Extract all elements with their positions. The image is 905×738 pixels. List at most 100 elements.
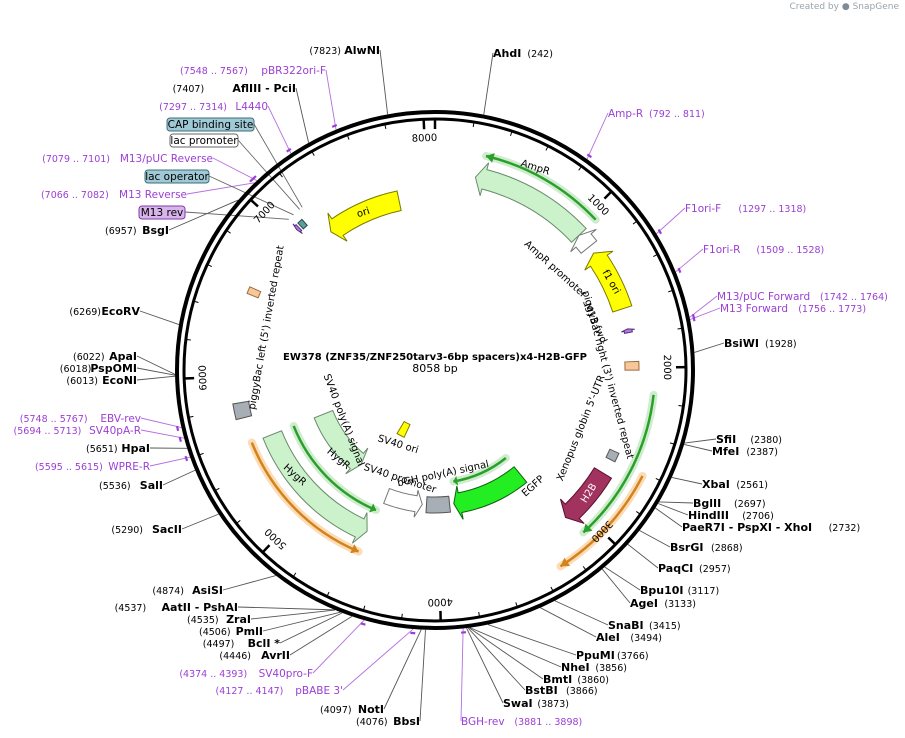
enzyme-position: (6957) <box>105 226 137 237</box>
snapgene-logo-icon: ● <box>841 2 850 12</box>
enzyme-leader <box>671 477 703 485</box>
primer-leader <box>212 157 258 182</box>
enzyme-leader <box>136 355 176 375</box>
orf-arrowhead <box>583 523 593 533</box>
minor-tick <box>632 220 638 225</box>
enzyme-position: (3766) <box>617 651 649 662</box>
snapgene-credit: Created by ● SnapGene <box>789 2 899 12</box>
feature-shape <box>621 328 635 335</box>
primer-labels: Amp-R(792 .. 811)F1ori-F(1297 .. 1318)F1… <box>14 65 888 728</box>
enzyme-name: BclI * <box>248 637 281 650</box>
enzyme-leader <box>601 568 631 604</box>
enzyme-name: PaqCI <box>658 562 693 575</box>
enzyme-labels: AhdI(242)BsiWI(1928)SfiI(2380)MfeI(2387)… <box>60 44 860 728</box>
primer-name: F1ori-R <box>703 244 740 256</box>
minor-tick <box>384 123 387 130</box>
primer-name: F1ori-F <box>685 203 721 215</box>
primer-name: M13 Forward <box>720 303 788 315</box>
primer-name: M13 Reverse <box>119 189 187 201</box>
enzyme-leader <box>604 566 641 591</box>
enzyme-leader <box>383 629 422 710</box>
enzyme-position: (3856) <box>595 663 627 674</box>
enzyme-position: (242) <box>527 49 553 60</box>
enzyme-leader <box>657 503 689 516</box>
minor-tick <box>207 264 213 268</box>
enzyme-name: MfeI <box>712 445 739 458</box>
enzyme-position: (4446) <box>219 651 251 662</box>
minor-tick <box>278 172 283 178</box>
orf-line <box>485 154 597 221</box>
minor-tick <box>346 134 350 140</box>
minor-tick <box>214 487 220 492</box>
primer-site-mark <box>286 147 292 153</box>
enzyme-leader <box>250 609 336 620</box>
major-tick <box>261 544 271 554</box>
enzyme-name: HpaI <box>121 442 150 455</box>
primer-position: (5595 .. 5615) <box>35 462 103 473</box>
minor-tick <box>545 145 549 151</box>
primer-position: (1509 .. 1528) <box>756 245 824 256</box>
feature-label: Xenopus globin 5'-UTR <box>555 374 608 483</box>
enzyme-position: (3873) <box>537 699 569 710</box>
enzyme-position: (2561) <box>736 480 768 491</box>
primer-name: pBR322ori-F <box>261 65 326 77</box>
feature-shape <box>297 218 308 230</box>
primer-name: WPRE-R <box>108 461 150 473</box>
enzyme-position: (4535) <box>187 615 219 626</box>
primer-position: (4374 .. 4393) <box>179 669 247 680</box>
enzyme-name: SalI <box>140 479 163 492</box>
enzyme-position: (4076) <box>356 717 388 728</box>
enzyme-name: PmlI <box>236 625 263 638</box>
orf-arcs <box>247 151 658 571</box>
primer-position: (3881 .. 3898) <box>514 717 582 728</box>
primer-leader <box>312 619 365 674</box>
enzyme-leader <box>289 615 353 656</box>
enzyme-name: AgeI <box>630 597 658 610</box>
enzyme-position: (5651) <box>86 444 118 455</box>
enzyme-leader <box>468 627 544 680</box>
enzyme-leader <box>659 501 694 504</box>
enzyme-name: ZraI <box>226 613 251 626</box>
orf-line <box>292 425 377 512</box>
enzyme-name: Bpu10I <box>640 584 684 597</box>
primer-position: (1297 .. 1318) <box>738 204 806 215</box>
primer-position: (7079 .. 7101) <box>42 154 110 165</box>
feature-box <box>144 169 210 184</box>
enzyme-leader <box>181 513 219 530</box>
enzyme-leader <box>655 507 683 528</box>
enzyme-leader <box>466 627 504 704</box>
enzyme-position: (4097) <box>320 705 352 716</box>
minor-tick <box>311 151 315 156</box>
primer-leader <box>586 112 609 160</box>
enzyme-name: NheI <box>561 661 590 674</box>
enzyme-leader <box>139 310 180 325</box>
plasmid-length: 8058 bp <box>412 362 457 375</box>
enzyme-position: (3494) <box>630 633 662 644</box>
primer-name: M13/pUC Forward <box>717 291 810 303</box>
leader-lines <box>136 49 725 722</box>
enzyme-leader <box>684 444 713 452</box>
feature-shape <box>327 190 402 242</box>
enzyme-name: NotI <box>358 703 384 716</box>
enzyme-leader <box>379 49 389 115</box>
primer-site-mark <box>586 153 593 159</box>
primer-name: L4440 <box>235 101 268 113</box>
minor-tick <box>515 602 518 608</box>
minor-tick <box>193 300 199 303</box>
enzyme-name: BsrGI <box>670 541 703 554</box>
minor-tick <box>677 327 683 330</box>
enzyme-name: SnaBI <box>608 619 644 632</box>
enzyme-leader <box>162 469 196 486</box>
primer-leader <box>140 417 182 429</box>
orf-line <box>453 457 507 483</box>
enzyme-position: (2706) <box>742 511 774 522</box>
features <box>232 162 640 544</box>
enzyme-leader <box>222 575 276 591</box>
minor-tick <box>582 566 587 571</box>
enzyme-leader <box>467 627 526 691</box>
enzyme-position: (5290) <box>111 525 143 536</box>
minor-tick <box>472 121 475 128</box>
feature-leader <box>208 175 294 216</box>
enzyme-name: BbsI <box>393 715 420 728</box>
